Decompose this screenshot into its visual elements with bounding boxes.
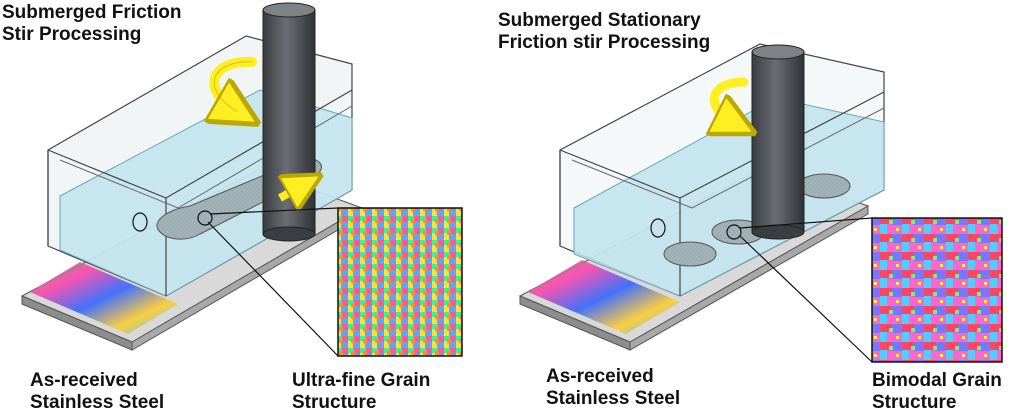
right-stir-spot-1 bbox=[663, 241, 717, 267]
left-magnifier-circle-track bbox=[197, 210, 213, 226]
left-inset-label-line-2: Structure bbox=[292, 392, 377, 413]
right-tool bbox=[751, 51, 805, 233]
left-title-line-1: Submerged Friction bbox=[2, 2, 182, 23]
right-magnifier-circle-base bbox=[650, 218, 666, 238]
right-title: Submerged Stationary Friction stir Proce… bbox=[498, 10, 710, 54]
left-panel bbox=[20, 2, 463, 357]
left-title-line-2: Stir Processing bbox=[2, 24, 142, 45]
right-base-label-line-2: Stainless Steel bbox=[546, 388, 681, 409]
right-rotation-arrow-icon bbox=[714, 77, 744, 124]
right-inset-label-line-2: Structure bbox=[872, 392, 957, 413]
left-base-label-line-1: As-received bbox=[30, 370, 138, 391]
right-stir-spot-3 bbox=[797, 173, 851, 199]
right-inset-label-line-1: Bimodal Grain bbox=[872, 370, 1002, 391]
right-inset-bimodal-grain bbox=[871, 217, 1003, 363]
right-base-label: As-received Stainless Steel bbox=[546, 366, 680, 410]
left-title: Submerged Friction Stir Processing bbox=[2, 2, 181, 46]
right-base-label-line-1: As-received bbox=[546, 366, 654, 387]
right-magnifier-circle-spot bbox=[726, 224, 742, 240]
left-inset-ultrafine-grain bbox=[337, 207, 463, 357]
right-inset-label: Bimodal Grain Structure bbox=[872, 370, 1002, 414]
right-panel bbox=[518, 43, 1003, 363]
traverse-arrow-icon bbox=[280, 184, 305, 198]
right-title-line-2: Friction stir Processing bbox=[498, 32, 711, 53]
left-base-label-line-2: Stainless Steel bbox=[30, 392, 165, 413]
left-as-received-grains bbox=[30, 262, 178, 334]
left-tool bbox=[262, 9, 316, 235]
left-inset-label: Ultra-fine Grain Structure bbox=[292, 370, 430, 414]
left-base-label: As-received Stainless Steel bbox=[30, 370, 164, 414]
right-as-received-grains bbox=[528, 260, 680, 334]
right-title-line-1: Submerged Stationary bbox=[498, 10, 701, 31]
left-magnifier-circle-base bbox=[132, 212, 148, 232]
left-inset-label-line-1: Ultra-fine Grain bbox=[292, 370, 431, 391]
